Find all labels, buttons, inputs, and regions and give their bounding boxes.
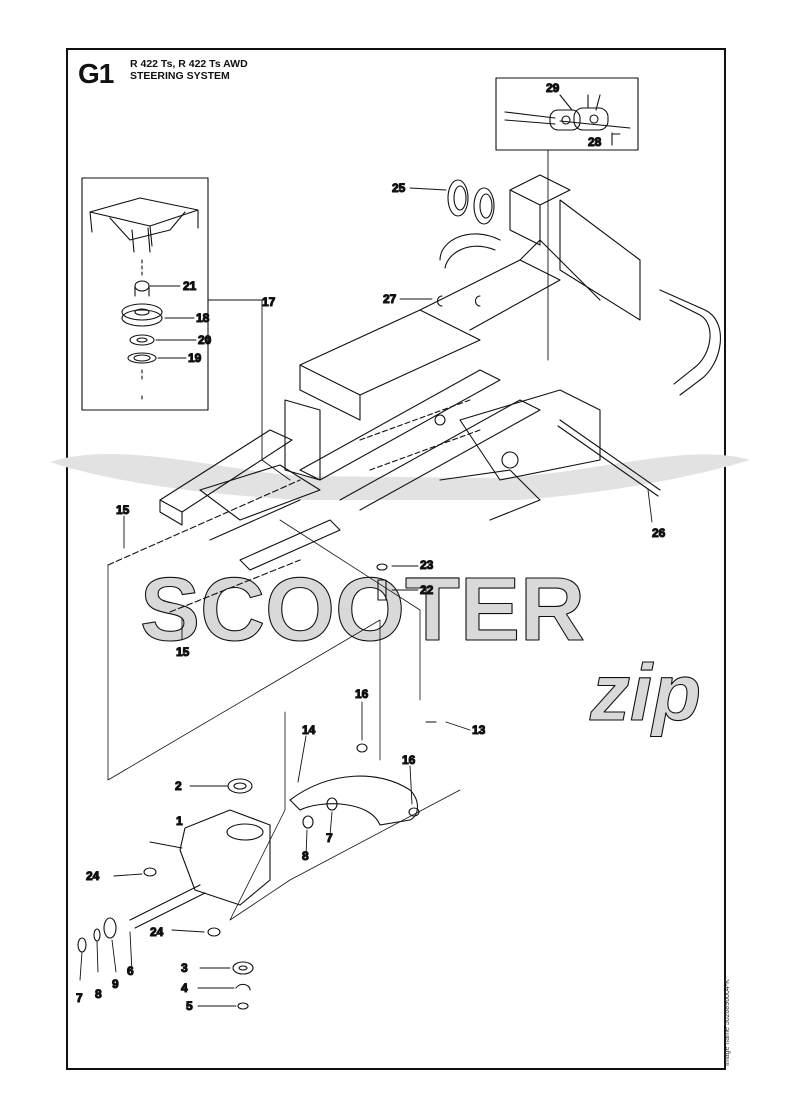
watermark: SCOOTER zip bbox=[50, 454, 750, 738]
clips bbox=[436, 295, 481, 307]
pulleys bbox=[447, 179, 495, 225]
callout-20: 20 bbox=[198, 333, 212, 347]
callout-1: 1 bbox=[176, 814, 183, 828]
callout-19: 19 bbox=[188, 351, 202, 365]
callout-4: 4 bbox=[181, 981, 188, 995]
callout-18: 18 bbox=[196, 311, 210, 325]
callout-29: 29 bbox=[546, 81, 560, 95]
callout-17: 17 bbox=[262, 295, 276, 309]
section-title: R 422 Ts, R 422 Ts AWD STEERING SYSTEM bbox=[130, 58, 248, 82]
callout-15-upper: 15 bbox=[116, 503, 130, 517]
watermark-text-main: SCOOTER bbox=[140, 560, 585, 660]
pulley-inset bbox=[81, 177, 291, 481]
callout-21: 21 bbox=[183, 279, 197, 293]
callout-23: 23 bbox=[420, 558, 434, 572]
callout-9: 9 bbox=[112, 977, 119, 991]
section-code: G1 bbox=[78, 58, 114, 89]
steering-gearbox bbox=[77, 711, 461, 1010]
callout-8-lower: 8 bbox=[95, 987, 102, 1001]
drawing-frame bbox=[66, 48, 726, 1070]
steering-tube bbox=[439, 233, 721, 396]
callout-numbers: 1 2 3 4 5 6 7 7 8 8 9 13 14 15 15 16 16 … bbox=[75, 80, 666, 1013]
cables bbox=[107, 479, 421, 781]
callout-27: 27 bbox=[383, 292, 397, 306]
callout-2: 2 bbox=[175, 779, 182, 793]
callout-16-left: 16 bbox=[355, 687, 369, 701]
callout-26: 26 bbox=[652, 526, 666, 540]
cable-clamp-inset bbox=[495, 77, 639, 361]
callout-24-lower: 24 bbox=[150, 925, 164, 939]
rod bbox=[557, 419, 661, 497]
chassis-frame bbox=[159, 174, 641, 571]
section-name: STEERING SYSTEM bbox=[130, 70, 230, 82]
callout-7-lower: 7 bbox=[76, 991, 83, 1005]
callout-28: 28 bbox=[588, 135, 602, 149]
watermark-text-script: zip bbox=[589, 648, 701, 737]
leader-lines bbox=[79, 133, 653, 1007]
callout-24-upper: 24 bbox=[86, 869, 100, 883]
callout-6: 6 bbox=[127, 964, 134, 978]
callout-3: 3 bbox=[181, 961, 188, 975]
callout-13: 13 bbox=[472, 723, 486, 737]
callout-22: 22 bbox=[420, 583, 434, 597]
model-line: R 422 Ts, R 422 Ts AWD bbox=[130, 58, 248, 70]
callout-16-right: 16 bbox=[402, 753, 416, 767]
callout-8-upper: 8 bbox=[302, 849, 309, 863]
callout-14: 14 bbox=[302, 723, 316, 737]
callout-25: 25 bbox=[392, 181, 406, 195]
callout-7-upper: 7 bbox=[326, 831, 333, 845]
callout-5: 5 bbox=[186, 999, 193, 1013]
callout-15-lower: 15 bbox=[176, 645, 190, 659]
bolt-washer bbox=[376, 563, 388, 601]
